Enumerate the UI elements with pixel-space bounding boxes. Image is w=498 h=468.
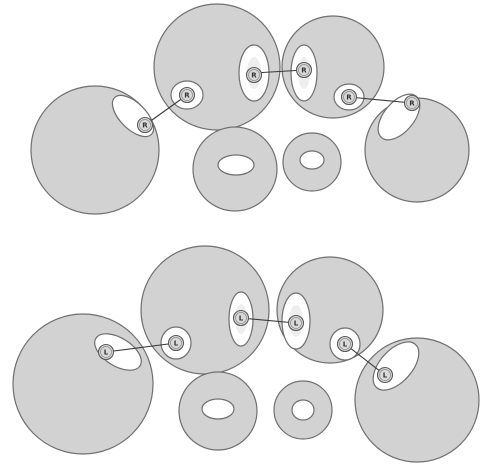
badge-l: L <box>99 345 114 360</box>
badge-letter: R <box>301 67 307 75</box>
bottom-upper-right-sphere <box>277 257 383 363</box>
badge-letter: R <box>409 100 415 108</box>
badge-r: R <box>180 88 195 103</box>
bottom-small-sphere-left <box>179 372 257 450</box>
badge-l: L <box>289 316 304 331</box>
bottom-small-sphere-right <box>274 381 332 439</box>
badge-l: L <box>378 368 393 383</box>
badge-letter: L <box>343 341 348 349</box>
badge-l: L <box>338 337 353 352</box>
badge-letter: L <box>239 315 244 323</box>
bottom-left-sphere <box>13 314 153 454</box>
top-small-sphere-left <box>193 127 277 211</box>
badge-l: L <box>169 336 184 351</box>
badge-letter: L <box>174 340 179 348</box>
top-small-sphere-right <box>283 133 341 191</box>
badge-r: R <box>297 63 312 78</box>
panel-bottom: L L L L L L <box>13 246 479 462</box>
badge-r: R <box>342 90 357 105</box>
badge-r: R <box>247 68 262 83</box>
bottom-right-sphere <box>355 334 479 462</box>
badge-r: R <box>405 96 420 111</box>
bottom-upper-left-sphere <box>141 246 269 374</box>
badge-letter: L <box>383 372 388 380</box>
panel-top: R R R R R R <box>31 4 469 214</box>
badge-letter: L <box>294 320 299 328</box>
badge-letter: R <box>251 72 257 80</box>
badge-letter: R <box>184 92 190 100</box>
badge-letter: R <box>142 122 148 130</box>
top-upper-left-sphere <box>154 4 280 130</box>
badge-r: R <box>138 118 153 133</box>
badge-letter: L <box>104 349 109 357</box>
badge-letter: R <box>346 94 352 102</box>
top-left-sphere <box>31 86 161 214</box>
badge-l: L <box>234 311 249 326</box>
